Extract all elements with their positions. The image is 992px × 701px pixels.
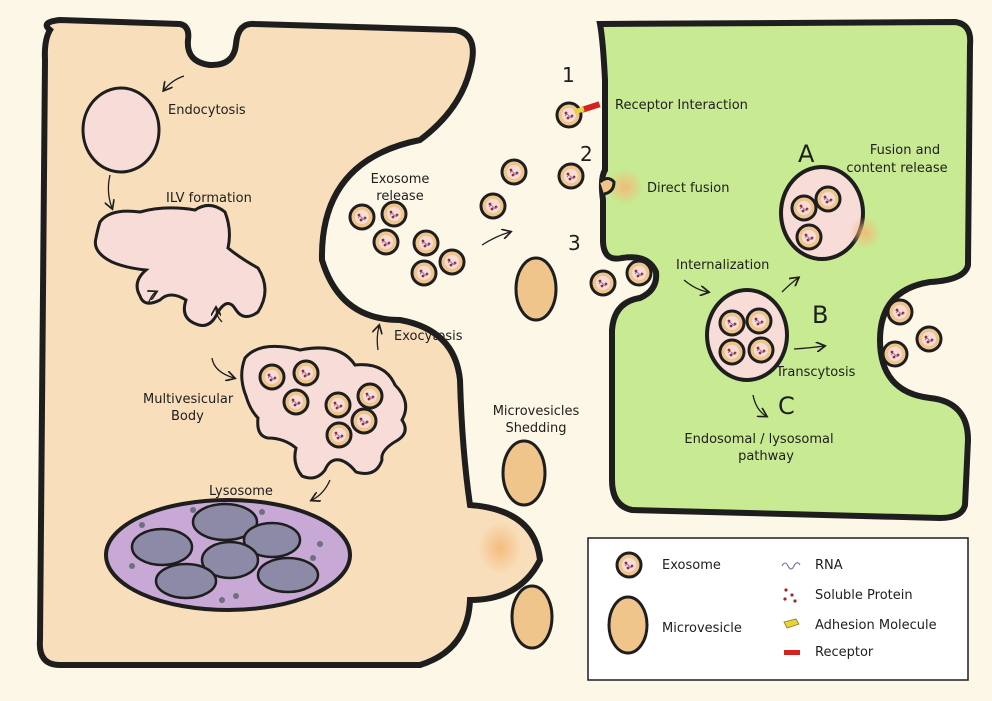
marker-b: B xyxy=(812,301,828,329)
recipient-cell xyxy=(596,18,974,522)
label-exosome-release-1: Exosome xyxy=(371,172,430,187)
label-endocytosis: Endocytosis xyxy=(168,103,246,118)
label-exocytosis: Exocytosis xyxy=(394,329,463,344)
marker-2: 2 xyxy=(580,142,593,166)
endosome xyxy=(81,86,161,174)
label-microvesicles: Microvesicles xyxy=(493,404,580,419)
label-ilv-formation: ILV formation xyxy=(166,191,252,206)
label-endosomal-lysosomal: Endosomal / lysosomal xyxy=(684,432,833,447)
legend-rna: RNA xyxy=(815,558,843,573)
legend-microvesicle: Microvesicle xyxy=(662,621,742,636)
marker-3: 3 xyxy=(568,231,581,255)
legend-receptor: Receptor xyxy=(815,645,874,660)
protein-icon xyxy=(783,588,797,603)
microvesicle xyxy=(501,439,547,507)
label-receptor-interaction: Receptor Interaction xyxy=(615,98,748,113)
label-pathway: pathway xyxy=(738,449,794,464)
legend-adhesion-molecule: Adhesion Molecule xyxy=(815,618,937,633)
label-internalization: Internalization xyxy=(676,258,769,273)
label-body: Body xyxy=(171,409,204,424)
label-content-release: content release xyxy=(846,161,947,176)
label-direct-fusion: Direct fusion xyxy=(647,181,729,196)
label-fusion-and: Fusion and xyxy=(870,143,940,158)
internalization-endosome xyxy=(705,288,789,382)
label-transcytosis: Transcytosis xyxy=(775,365,856,380)
legend: Exosome Microvesicle RNA Soluble Protein… xyxy=(587,537,969,681)
legend-exosome: Exosome xyxy=(662,558,721,573)
label-multivesicular: Multivesicular xyxy=(143,392,234,407)
marker-c: C xyxy=(778,392,795,420)
microvesicle xyxy=(514,256,558,322)
donor-cell xyxy=(36,16,544,668)
rna-icon xyxy=(781,562,801,570)
microvesicle xyxy=(510,584,554,650)
marker-1: 1 xyxy=(562,63,575,87)
label-shedding: Shedding xyxy=(505,421,566,436)
receptor-icon xyxy=(784,650,800,655)
legend-soluble-protein: Soluble Protein xyxy=(815,588,913,603)
marker-a: A xyxy=(798,140,815,168)
adhesion-icon xyxy=(783,618,800,629)
label-lysosome: Lysosome xyxy=(209,484,273,499)
label-exosome-release-2: release xyxy=(376,189,423,204)
